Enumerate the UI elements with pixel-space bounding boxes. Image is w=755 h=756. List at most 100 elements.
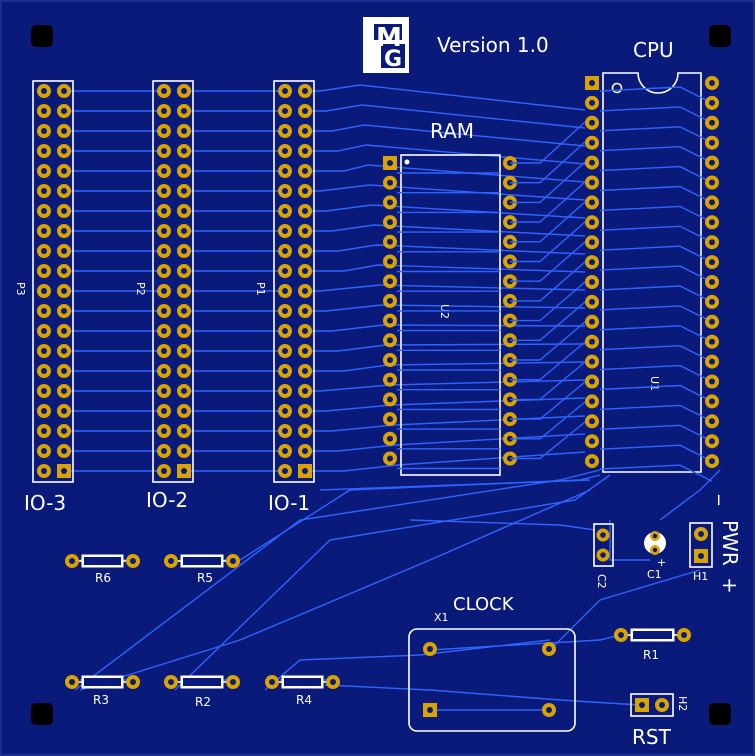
fanout-trace — [305, 433, 586, 452]
ram-pin — [383, 313, 397, 328]
header-pin — [298, 344, 312, 358]
header-p2: P2 IO-2 — [134, 80, 194, 512]
header-pin — [57, 144, 71, 158]
ram-label: RAM — [430, 119, 474, 143]
mount-hole-bl — [31, 703, 53, 725]
header-pin — [177, 144, 191, 158]
header-pin — [177, 164, 191, 178]
r6-ref: R6 — [95, 571, 111, 585]
r5-ref: R5 — [197, 571, 213, 585]
resistor — [265, 675, 340, 689]
cpu-pin — [705, 215, 719, 230]
header-pin — [177, 384, 191, 398]
resistor — [614, 628, 691, 642]
resistor-pad — [126, 675, 140, 689]
header-pin — [177, 424, 191, 438]
cpu-pin — [705, 434, 719, 449]
cpu-trace — [599, 145, 713, 164]
header-pins — [37, 84, 312, 478]
header-pin — [177, 104, 191, 118]
header-pin — [157, 144, 171, 158]
ram-pin — [383, 353, 397, 367]
ram-pin — [383, 333, 397, 348]
header-pin — [177, 224, 191, 238]
fanout-trace — [305, 343, 586, 352]
header-pin — [177, 364, 191, 378]
r2-ref: R2 — [195, 695, 211, 709]
c2-ref: C2 — [595, 574, 608, 589]
header-pin — [57, 364, 71, 378]
header-pin — [157, 104, 171, 118]
header-pin — [177, 324, 191, 338]
p2-ref: P2 — [134, 282, 147, 296]
ram-pin — [383, 274, 397, 289]
ram-trace — [510, 261, 586, 302]
cpu-pin — [705, 454, 719, 469]
fanout-trace — [305, 284, 586, 292]
header-pin — [57, 264, 71, 278]
cpu-pin — [585, 434, 599, 449]
header-pin — [37, 184, 51, 198]
header-p1: P1 IO-1 — [254, 80, 315, 515]
header-pin — [278, 144, 292, 158]
resistor — [164, 675, 240, 689]
c1-ref: C1 — [647, 568, 662, 581]
fanout-trace — [305, 264, 586, 273]
r3-ref: R3 — [93, 693, 109, 707]
logo-letter-l: L — [365, 52, 378, 76]
header-pin — [57, 244, 71, 258]
cpu-pin — [585, 314, 599, 329]
rst-label: RST — [632, 725, 672, 749]
fanout-trace — [305, 124, 586, 147]
cpu-pin — [705, 95, 719, 110]
header-pin — [57, 404, 71, 418]
fanout-trace — [305, 244, 586, 255]
fanout-trace — [305, 379, 586, 392]
cpu-trace — [599, 404, 713, 423]
header-pin — [298, 364, 312, 378]
header-pin — [177, 344, 191, 358]
header-pin — [298, 204, 312, 218]
reset-header-h2: H2 RST — [630, 693, 689, 749]
mount-hole-tr — [709, 25, 731, 47]
header-pin — [177, 404, 191, 418]
header-pin — [57, 124, 71, 138]
ram-pin — [383, 392, 397, 407]
header-pin — [157, 464, 171, 478]
header-pin — [157, 84, 171, 98]
header-pin — [37, 204, 51, 218]
header-pin — [278, 124, 292, 138]
header-pin — [298, 84, 312, 98]
header-pin — [57, 304, 71, 318]
header-pin — [278, 384, 292, 398]
cpu-pin — [705, 76, 719, 90]
header-pin — [157, 264, 171, 278]
header-pin — [37, 324, 51, 338]
cpu-pin — [585, 215, 599, 230]
cpu-pin — [705, 135, 719, 150]
ram-trace — [510, 321, 586, 361]
cpu-pin — [705, 255, 719, 270]
header-pin — [37, 304, 51, 318]
header-pin — [157, 364, 171, 378]
header-pin — [37, 424, 51, 438]
cpu-trace — [599, 165, 713, 184]
ram-trace — [510, 181, 586, 223]
cpu-pin — [585, 155, 599, 170]
resistor — [164, 554, 240, 568]
header-pin — [57, 184, 71, 198]
ram-pin — [383, 451, 397, 466]
ram-trace — [510, 341, 586, 381]
cpu-pin — [705, 394, 719, 409]
fanout-trace — [305, 361, 586, 372]
header-pin — [177, 244, 191, 258]
header-pin — [37, 364, 51, 378]
header-pin — [278, 404, 292, 418]
header-pin — [57, 224, 71, 238]
header-pin — [298, 384, 312, 398]
ram-trace — [510, 381, 586, 420]
ram-trace — [510, 121, 586, 164]
pwr-minus: _ — [718, 494, 742, 506]
header-pin — [157, 384, 171, 398]
